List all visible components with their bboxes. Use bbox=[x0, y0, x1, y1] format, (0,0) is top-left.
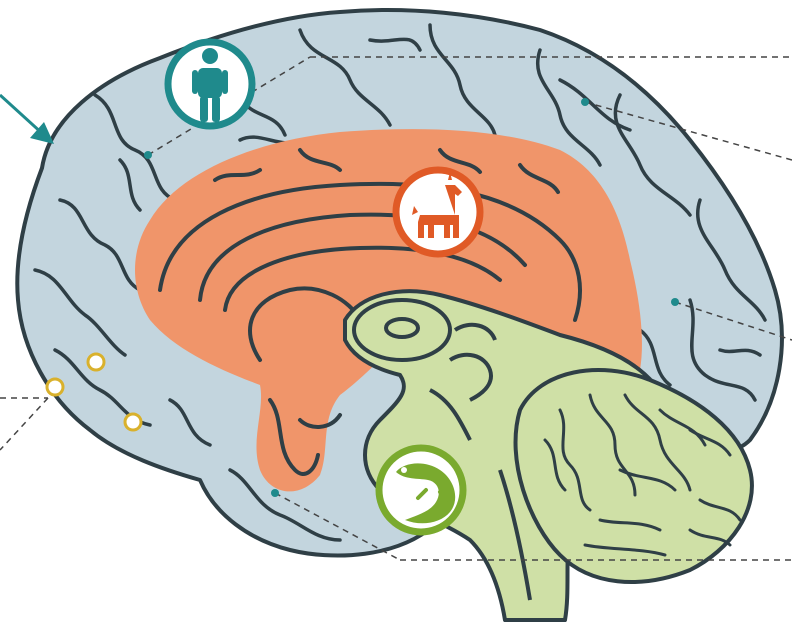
mammal-badge bbox=[396, 170, 480, 254]
reptile-badge bbox=[379, 448, 463, 532]
arrow-icon bbox=[0, 95, 54, 144]
human-badge bbox=[168, 42, 252, 126]
